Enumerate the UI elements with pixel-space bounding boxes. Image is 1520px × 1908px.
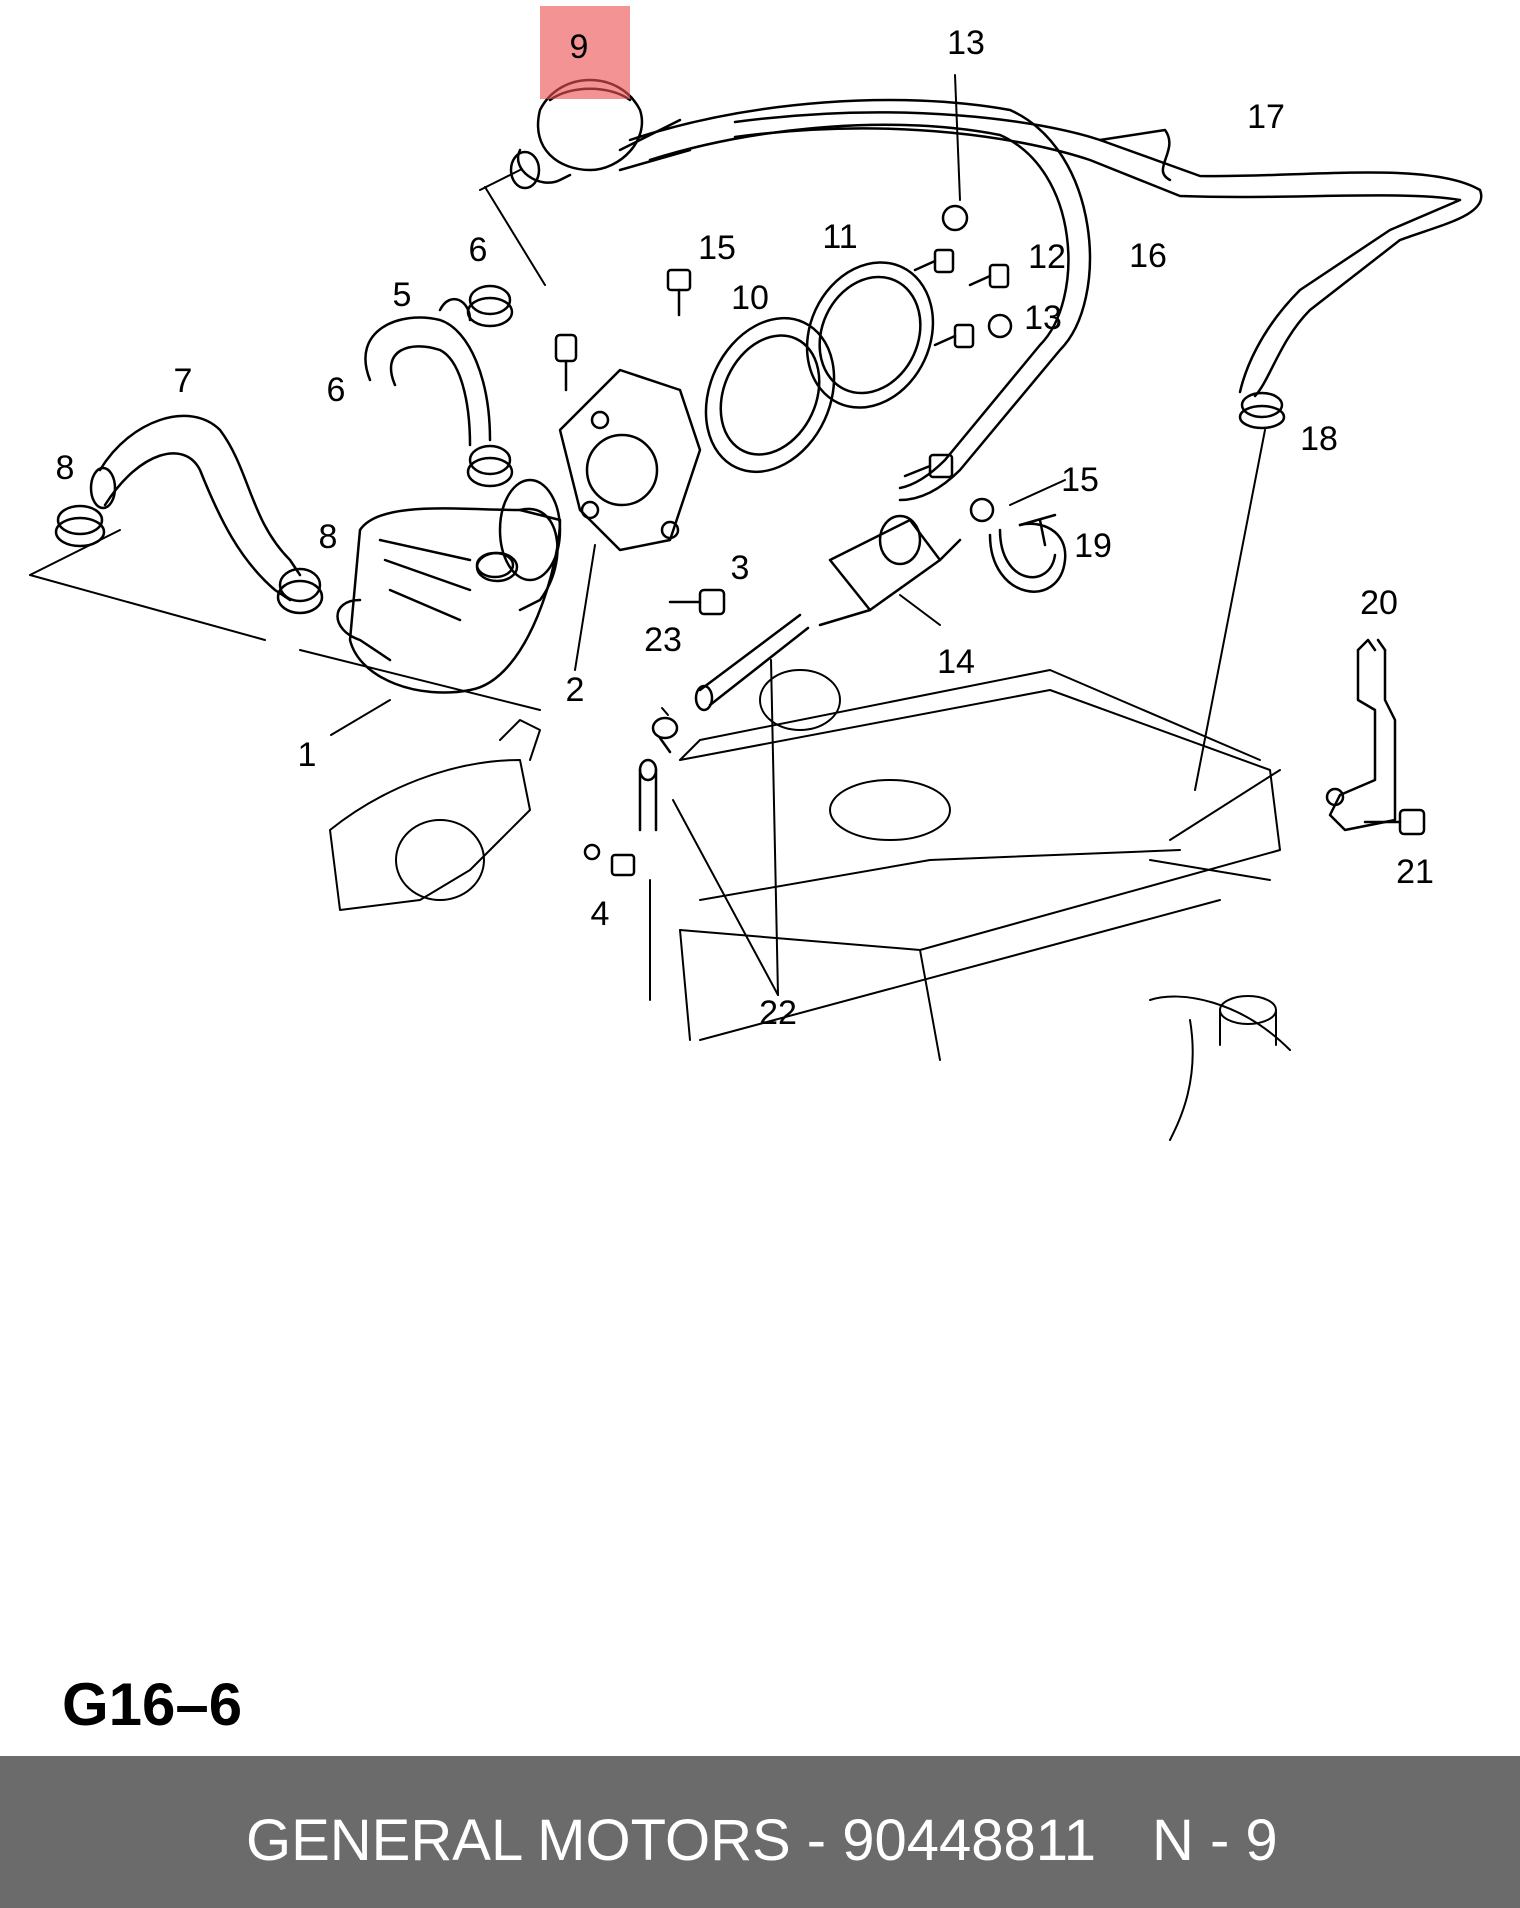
callout-8-right: 8 xyxy=(318,518,338,556)
valve-14 xyxy=(818,514,962,627)
clamp-8b xyxy=(276,567,324,615)
footer-part-number: GENERAL MOTORS - 90448811 xyxy=(246,1808,1096,1873)
leader-lines xyxy=(29,74,1281,996)
highlighted-callout-9: 9 xyxy=(569,28,589,66)
clamp-6b xyxy=(466,444,514,488)
callout-11: 11 xyxy=(822,218,858,256)
diagram-code: G16–6 xyxy=(62,1671,243,1738)
callout-3: 3 xyxy=(730,549,750,587)
fitting-23 xyxy=(651,716,679,754)
bracket-20 xyxy=(1325,638,1397,832)
callout-2: 2 xyxy=(565,671,585,709)
clamp-6a xyxy=(466,284,514,328)
flange-2 xyxy=(558,368,702,552)
callout-23: 23 xyxy=(644,621,682,659)
bolts xyxy=(554,204,1426,877)
hose-16 xyxy=(628,98,1092,502)
callout-15-upper: 15 xyxy=(698,229,736,267)
footer-position: N - 9 xyxy=(1152,1808,1278,1873)
callout-17: 17 xyxy=(1247,98,1285,136)
callout-7: 7 xyxy=(173,362,193,400)
callout-20: 20 xyxy=(1360,584,1398,622)
callout-8-left: 8 xyxy=(55,449,75,487)
footer-bar xyxy=(0,1756,1520,1908)
hose-17 xyxy=(733,111,1483,398)
clamp-19 xyxy=(988,513,1067,593)
highlighted-part-box xyxy=(540,6,630,99)
callout-12: 12 xyxy=(1028,238,1066,276)
callout-16: 16 xyxy=(1129,237,1167,275)
callout-5: 5 xyxy=(392,276,412,314)
callout-21: 21 xyxy=(1396,853,1434,891)
callout-19: 19 xyxy=(1074,527,1112,565)
callout-13-top: 13 xyxy=(947,24,985,62)
clamp-8a xyxy=(54,504,106,548)
air-pump-1 xyxy=(336,478,562,694)
callout-14: 14 xyxy=(937,643,975,681)
callout-6-upper: 6 xyxy=(468,231,488,269)
callout-15-lower: 15 xyxy=(1061,461,1099,499)
engine-block xyxy=(649,669,1291,1141)
callout-10: 10 xyxy=(731,279,769,317)
hose-18-end xyxy=(1238,391,1286,430)
callout-1: 1 xyxy=(297,736,317,774)
callout-22: 22 xyxy=(759,994,797,1032)
ring-11 xyxy=(805,261,935,409)
callout-4: 4 xyxy=(590,895,610,933)
callout-6-lower: 6 xyxy=(326,371,346,409)
callout-13-right: 13 xyxy=(1024,299,1062,337)
hose-7 xyxy=(89,414,302,602)
pipe-22 xyxy=(638,613,810,832)
gasket-10 xyxy=(704,316,836,474)
timing-cover xyxy=(329,719,541,911)
callout-18: 18 xyxy=(1300,420,1338,458)
exploded-parts-diagram xyxy=(29,74,1483,1141)
